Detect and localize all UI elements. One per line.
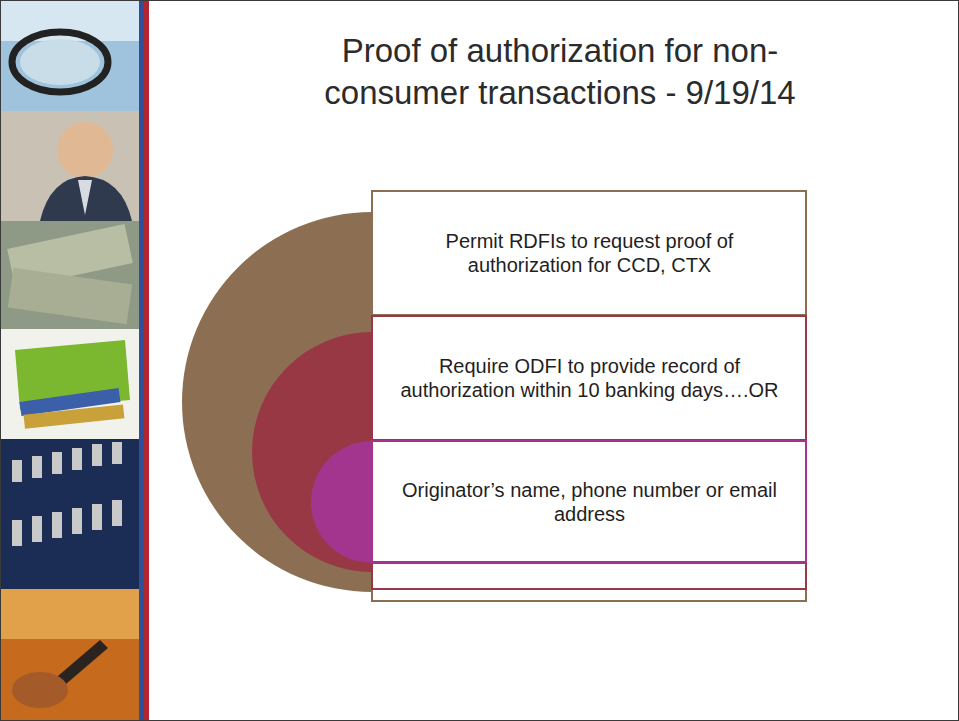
half-disc — [252, 332, 372, 572]
band-text-area: Originator’s name, phone number or email… — [372, 440, 807, 563]
half-disc — [311, 441, 372, 563]
band-text-area: Permit RDFIs to request proof of authori… — [372, 190, 807, 315]
band-text-area: Require ODFI to provide record of author… — [372, 315, 807, 440]
half-disc — [182, 212, 372, 592]
band-divider — [372, 562, 806, 564]
band-border — [372, 316, 806, 589]
band-border — [372, 191, 806, 601]
band-border — [372, 441, 806, 562]
band-text: Originator’s name, phone number or email… — [386, 478, 793, 526]
nested-band: Permit RDFIs to request proof of authori… — [180, 190, 807, 602]
band-text: Permit RDFIs to request proof of authori… — [386, 229, 793, 277]
band-text: Require ODFI to provide record of author… — [386, 354, 793, 402]
nested-band: Require ODFI to provide record of author… — [250, 315, 807, 590]
nested-band: Originator’s name, phone number or email… — [308, 440, 807, 563]
slide-title: Proof of authorization for non- consumer… — [280, 30, 840, 114]
band-outline — [308, 440, 807, 563]
